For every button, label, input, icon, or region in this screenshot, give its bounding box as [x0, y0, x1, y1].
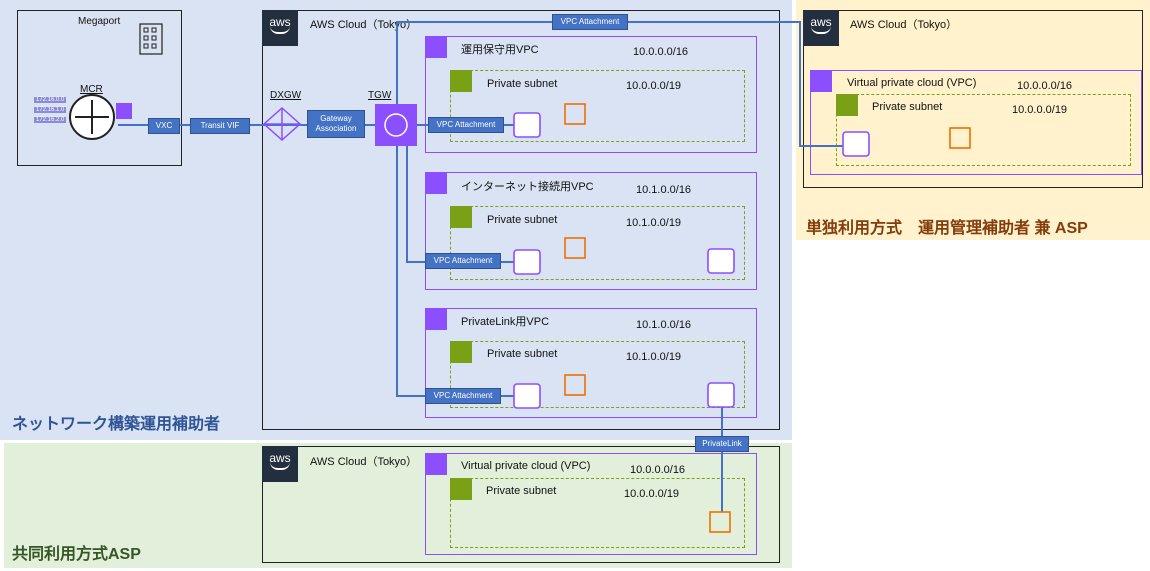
subnet-shared-name: Private subnet [486, 485, 557, 497]
vpc-attachment-chip: VPC Attachment [425, 388, 501, 404]
vpc-privatelink-cidr: 10.1.0.0/16 [636, 319, 692, 331]
subnet-ops-cidr: 10.0.0.0/19 [626, 80, 682, 92]
ip-tag: 172.16.2.0 [34, 117, 67, 123]
subnet-internet-name: Private subnet [487, 214, 558, 226]
vpc-ops-cidr: 10.0.0.0/16 [633, 46, 689, 58]
vpc-shared [425, 453, 757, 555]
subnet-shared-cidr: 10.0.0.0/19 [624, 488, 680, 500]
vpc-cloud-icon [425, 308, 447, 330]
mcr-label: MCR [80, 84, 103, 95]
vpc-attachment-chip: VPC Attachment [425, 253, 501, 269]
lock-icon [836, 94, 858, 116]
vpc-shared-cidr: 10.0.0.0/16 [630, 464, 686, 476]
vpc-cloud-icon [810, 70, 832, 92]
ip-tag: 172.16.0.0 [34, 97, 67, 103]
megaport-title: Megaport [78, 16, 121, 27]
vpc-attachment-chip: VPC Attachment [428, 117, 504, 133]
gateway-association-chip: Gateway Association [307, 110, 365, 138]
network-operator-label: ネットワーク構築運用補助者 [12, 416, 221, 433]
dedicated-asp-label: 単独利用方式 運用管理補助者 兼 ASP [806, 220, 1088, 237]
aws-logo-icon: aws [803, 10, 839, 46]
vpc-cloud-icon [425, 172, 447, 194]
vpc-cloud-icon [425, 36, 447, 58]
privatelink-chip: PrivateLink [695, 436, 749, 452]
subnet-internet-cidr: 10.1.0.0/19 [626, 217, 682, 229]
ip-tag: 172.16.1.0 [34, 107, 67, 113]
subnet-dedicated-name: Private subnet [872, 101, 943, 113]
megaport-box [17, 10, 182, 166]
subnet-shared [450, 478, 745, 548]
aws-cloud-shared-title: AWS Cloud（Tokyo） [310, 456, 418, 468]
vpc-dedicated-name: Virtual private cloud (VPC) [847, 77, 977, 89]
lock-icon [450, 478, 472, 500]
tgw-label: TGW [368, 90, 392, 101]
aws-cloud-shared [262, 446, 780, 563]
vpc-ops-name: 運用保守用VPC [461, 44, 539, 56]
vpc-attachment-top-chip: VPC Attachment [552, 14, 628, 30]
vxc-chip: VXC [148, 118, 180, 134]
aws-logo-text: aws [269, 15, 291, 29]
aws-cloud-main [262, 10, 780, 430]
vpc-cloud-icon [425, 453, 447, 475]
vpc-privatelink-name: PrivateLink用VPC [461, 316, 550, 328]
dedicated-asp-region [796, 0, 1150, 240]
vpc-internet-cidr: 10.1.0.0/16 [636, 184, 692, 196]
aws-cloud-main-title: AWS Cloud（Tokyo） [310, 19, 418, 31]
vpc-dedicated-cidr: 10.0.0.0/16 [1017, 80, 1073, 92]
aws-cloud-dedicated-title: AWS Cloud（Tokyo） [850, 19, 958, 31]
lock-icon [450, 70, 472, 92]
lock-icon [450, 206, 472, 228]
aws-logo-text: aws [810, 15, 832, 29]
subnet-dedicated-cidr: 10.0.0.0/19 [1012, 104, 1068, 116]
subnet-ops-name: Private subnet [487, 78, 558, 90]
vpc-shared-name: Virtual private cloud (VPC) [461, 460, 591, 472]
subnet-privatelink-cidr: 10.1.0.0/19 [626, 351, 682, 363]
aws-logo-icon: aws [262, 446, 298, 482]
shared-asp-label: 共同利用方式ASP [12, 546, 141, 563]
aws-logo-text: aws [269, 451, 291, 465]
lock-icon [450, 341, 472, 363]
dxgw-label: DXGW [270, 90, 302, 101]
aws-logo-icon: aws [262, 10, 298, 46]
transit-vif-chip: Transit VIF [190, 118, 250, 134]
subnet-privatelink-name: Private subnet [487, 348, 558, 360]
vpc-internet-name: インターネット接続用VPC [461, 181, 594, 193]
